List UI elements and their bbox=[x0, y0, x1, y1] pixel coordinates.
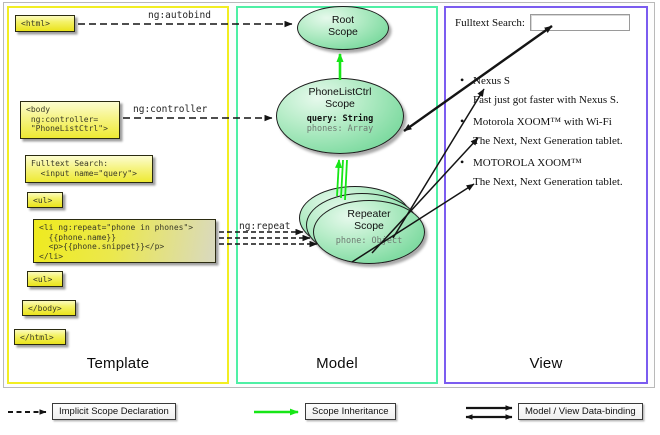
list-item-snippet: The Next, Next Generation tablet. bbox=[473, 135, 623, 147]
edge-label-ng-controller: ng:controller bbox=[133, 104, 208, 115]
scope-repeater-title-1: Repeater bbox=[347, 208, 391, 220]
column-label-model: Model bbox=[316, 355, 358, 372]
scope-ctrl-prop-query: query: String bbox=[306, 114, 374, 124]
template-box-html-close: </html> bbox=[14, 329, 66, 345]
view-search-row: Fulltext Search: bbox=[455, 14, 641, 31]
column-label-view: View bbox=[529, 355, 563, 372]
template-box-html-open: <html> bbox=[15, 15, 75, 32]
legend-label-model-view-data-binding: Model / View Data-binding bbox=[518, 403, 643, 420]
list-item: Nexus S bbox=[455, 74, 641, 88]
scope-phonelistctrl: PhoneListCtrl Scope query: String phones… bbox=[276, 78, 404, 154]
template-box-fulltext-search: Fulltext Search: <input name="query"> bbox=[25, 155, 153, 183]
legend-label-scope-inheritance: Scope Inheritance bbox=[305, 403, 396, 420]
scope-root-title-1: Root bbox=[331, 14, 355, 26]
template-box-body-close: </body> bbox=[22, 300, 76, 316]
scope-ctrl-title-1: PhoneListCtrl bbox=[308, 86, 372, 98]
view-search-label: Fulltext Search: bbox=[455, 16, 525, 29]
template-box-body-open: <body ng:controller= "PhoneListCtrl"> bbox=[20, 101, 120, 139]
scope-ctrl-prop-phones: phones: Array bbox=[306, 124, 374, 134]
edge-label-ng-repeat: ng:repeat bbox=[239, 221, 291, 232]
list-item: MOTOROLA XOOM™ bbox=[455, 156, 641, 170]
scope-repeater: Repeater Scope phone: Object bbox=[313, 200, 425, 264]
template-box-li-repeat: <li ng:repeat="phone in phones"> {{phone… bbox=[33, 219, 216, 263]
scope-repeater-prop-phone: phone: Object bbox=[335, 236, 403, 246]
template-box-ul-open: <ul> bbox=[27, 192, 63, 208]
view-phone-list: Nexus S Fast just got faster with Nexus … bbox=[455, 74, 641, 189]
column-label-template: Template bbox=[86, 355, 150, 372]
scope-repeater-title-2: Scope bbox=[354, 220, 384, 232]
legend-label-implicit-scope-declaration: Implicit Scope Declaration bbox=[52, 403, 176, 420]
scope-ctrl-title-2: Scope bbox=[325, 98, 355, 110]
edge-label-ng-autobind: ng:autobind bbox=[148, 10, 211, 21]
list-item-snippet: Fast just got faster with Nexus S. bbox=[473, 94, 619, 106]
view-rendered-output: Fulltext Search: Nexus S Fast just got f… bbox=[455, 14, 641, 198]
legend: Implicit Scope Declaration Scope Inherit… bbox=[0, 392, 660, 435]
view-search-input[interactable] bbox=[529, 14, 630, 31]
scope-root: Root Scope bbox=[297, 6, 389, 50]
list-item: Motorola XOOM™ with Wi-Fi bbox=[455, 115, 641, 129]
scope-root-title-2: Scope bbox=[328, 26, 358, 38]
template-box-ul-close: <ul> bbox=[27, 271, 63, 287]
list-item-snippet: The Next, Next Generation tablet. bbox=[473, 176, 623, 188]
